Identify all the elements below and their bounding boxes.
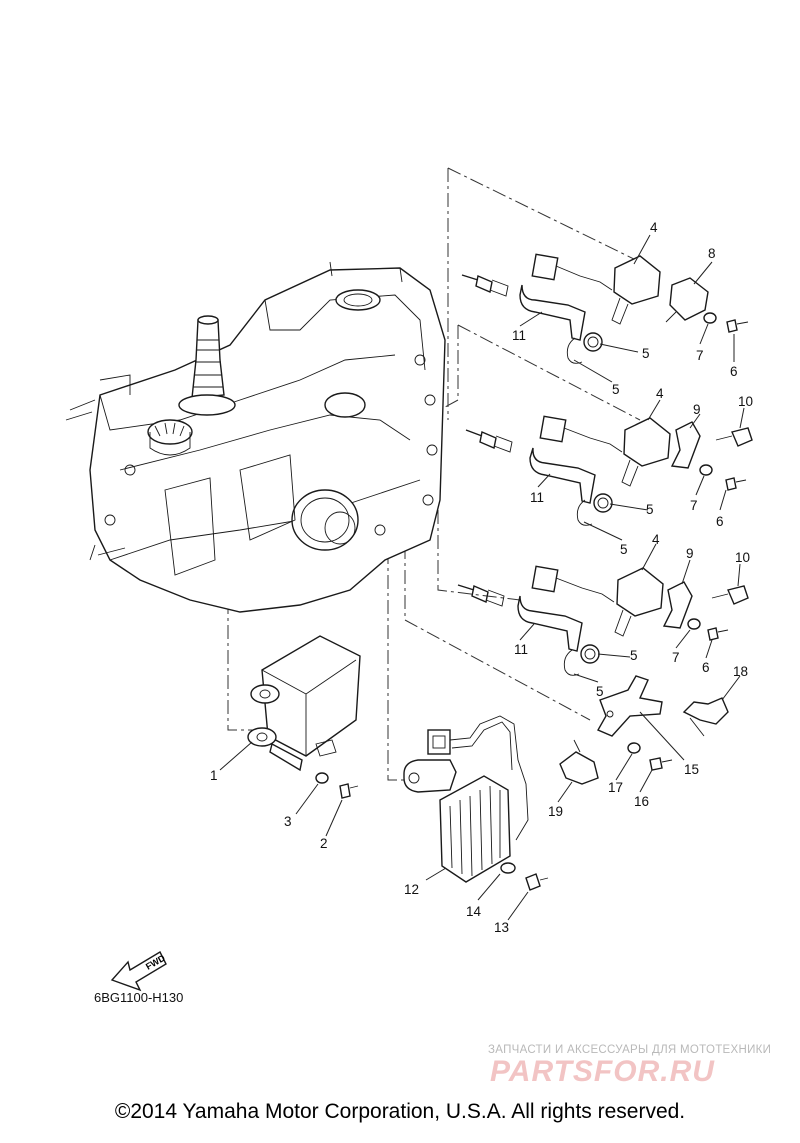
rectifier-regulator <box>403 715 549 891</box>
callout-c6a: 6 <box>730 364 738 379</box>
callout-c10b: 10 <box>735 550 750 565</box>
callout-c12: 12 <box>404 882 419 897</box>
alignment-lines <box>227 167 641 781</box>
callout-c16: 16 <box>634 794 649 809</box>
callout-c10a: 10 <box>738 394 753 409</box>
ignition-row-2 <box>465 415 753 526</box>
callout-c5d: 5 <box>620 542 628 557</box>
callout-c8: 8 <box>708 246 716 261</box>
callout-c2: 2 <box>320 836 328 851</box>
ignition-row-1 <box>461 253 749 364</box>
callout-c7c: 7 <box>672 650 680 665</box>
callout-c5b: 5 <box>612 382 620 397</box>
leader-lines <box>219 234 745 921</box>
callout-c4c: 4 <box>652 532 660 547</box>
callout-c6c: 6 <box>702 660 710 675</box>
forward-arrow: FWD <box>110 951 167 992</box>
callout-c6b: 6 <box>716 514 724 529</box>
engine-block <box>65 261 446 613</box>
cdi-unit <box>247 635 361 799</box>
callout-c5c: 5 <box>646 502 654 517</box>
callout-c7a: 7 <box>696 348 704 363</box>
callout-c11c: 11 <box>514 642 528 657</box>
callout-c3: 3 <box>284 814 292 829</box>
callout-c9a: 9 <box>693 402 701 417</box>
callout-c7b: 7 <box>690 498 698 513</box>
callout-c9b: 9 <box>686 546 694 561</box>
callout-c5e: 5 <box>630 648 638 663</box>
callout-c11a: 11 <box>512 328 526 343</box>
callout-c15: 15 <box>684 762 699 777</box>
callout-c5a: 5 <box>642 346 650 361</box>
copyright-notice: ©2014 Yamaha Motor Corporation, U.S.A. A… <box>114 1100 686 1123</box>
bracket-assembly <box>559 675 729 785</box>
watermark-logo: PARTSFOR.RU <box>490 1055 715 1088</box>
callout-c5f: 5 <box>596 684 604 699</box>
ignition-row-3 <box>457 565 749 676</box>
callout-c4a: 4 <box>650 220 658 235</box>
part-code: 6BG1100-H130 <box>94 990 184 1005</box>
callout-c14: 14 <box>466 904 482 919</box>
callout-numbers: 4 8 11 5 7 5 6 4 9 10 11 5 7 6 5 4 9 10 … <box>210 220 753 935</box>
callout-c17: 17 <box>608 780 623 795</box>
callout-c4b: 4 <box>656 386 664 401</box>
callout-c11b: 11 <box>530 490 544 505</box>
callout-c18: 18 <box>733 664 748 679</box>
callout-c1: 1 <box>210 768 218 783</box>
callout-c19: 19 <box>548 804 563 819</box>
watermark-caption: ЗАПЧАСТИ И АКСЕССУАРЫ ДЛЯ МОТОТЕХНИКИ <box>488 1044 772 1056</box>
callout-c13: 13 <box>494 920 509 935</box>
